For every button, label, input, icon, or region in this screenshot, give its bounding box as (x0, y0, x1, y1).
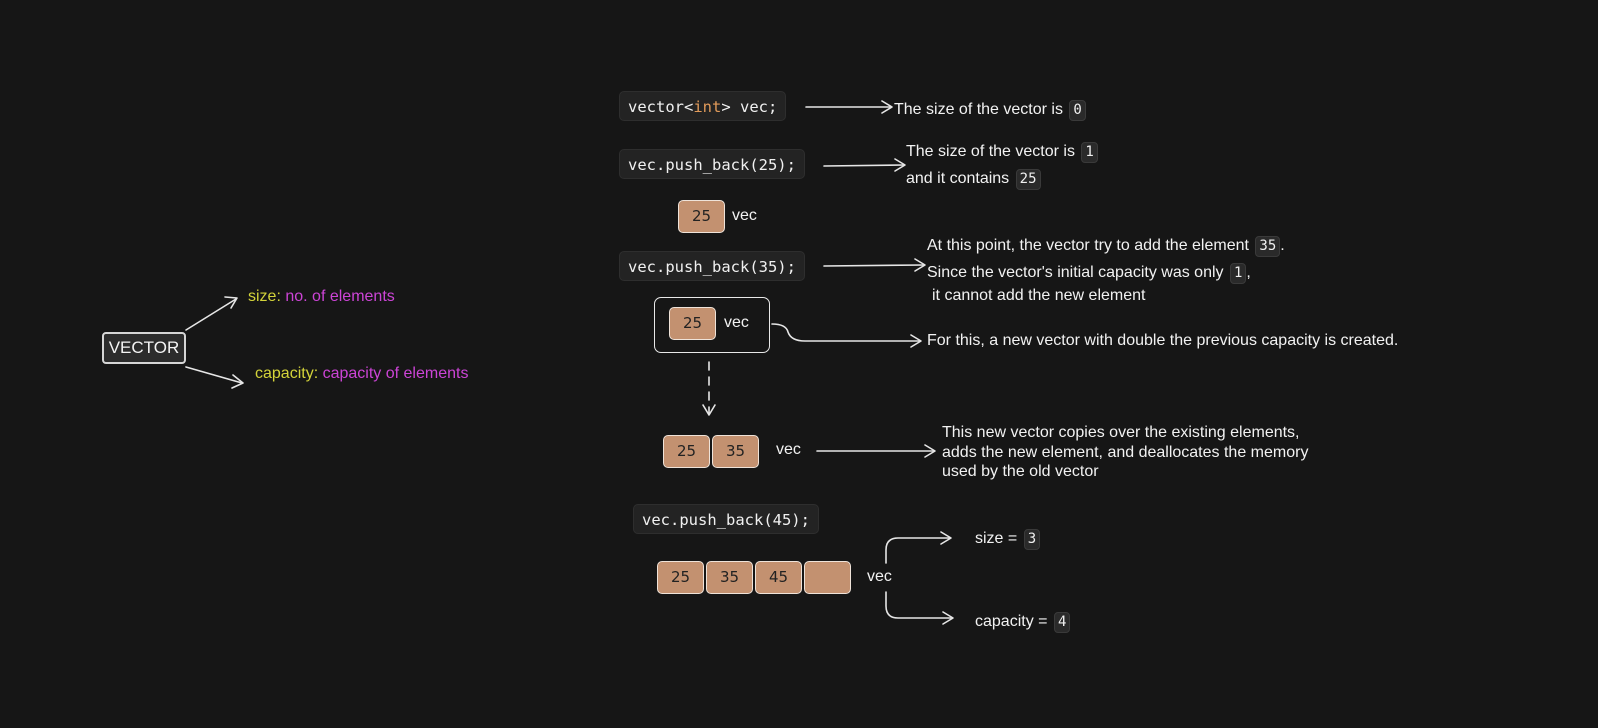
realloc-description: For this, a new vector with double the p… (927, 332, 1399, 349)
step3-line1-post: . (1280, 237, 1285, 254)
capacity-value: capacity of elements (322, 365, 469, 382)
old-vector-frame (654, 297, 770, 353)
step4-size-chip: 3 (1023, 529, 1041, 550)
capacity-arrow (185, 366, 244, 389)
capacity-key: capacity: (255, 365, 319, 382)
step3-line1-text: At this point, the vector try to add the… (927, 237, 1249, 254)
step2-line1: The size of the vector is 1 (906, 142, 1098, 163)
step1-code: vector<int> vec; (619, 91, 787, 121)
step4-size: size = 3 (975, 529, 1041, 550)
capacity-definition: capacity: capacity of elements (255, 365, 468, 383)
step2-line1-chip: 1 (1081, 142, 1098, 163)
size-value: no. of elements (285, 288, 395, 305)
copy-down-arrow (702, 361, 716, 416)
step4-cell: 45 (755, 561, 802, 594)
step4-size-text: size = (975, 530, 1018, 547)
step3-line2: Since the vector's initial capacity was … (927, 263, 1251, 284)
step3-code: vec.push_back(35); (619, 251, 805, 281)
size-fork-arrow (885, 531, 952, 564)
step2-vec-label: vec (732, 207, 757, 224)
step3-line1: At this point, the vector try to add the… (927, 236, 1285, 257)
step4-cell: 25 (657, 561, 704, 594)
old-vec-label: vec (724, 314, 749, 331)
size-definition: size: no. of elements (248, 288, 395, 306)
step1-code-post: > vec; (721, 98, 778, 116)
step2-line2-text: and it contains (906, 170, 1010, 187)
vector-concept-box: VECTOR (102, 332, 186, 364)
step1-description: The size of the vector is 0 (894, 100, 1086, 121)
step4-empty-cell (804, 561, 851, 594)
realloc-arrow (771, 323, 922, 348)
copy-desc-line2: adds the new element, and deallocates th… (942, 444, 1309, 461)
copy-desc-line1: This new vector copies over the existing… (942, 424, 1300, 441)
step1-code-keyword: int (693, 98, 722, 116)
step2-code: vec.push_back(25); (619, 149, 805, 179)
step3-line2-chip: 1 (1229, 263, 1247, 284)
old-vector-cell: 25 (669, 307, 716, 340)
step3-line3: it cannot add the new element (932, 287, 1146, 304)
step1-size-chip: 0 (1069, 100, 1086, 121)
step3-line2-post: , (1246, 264, 1251, 281)
step2-line1-text: The size of the vector is (906, 143, 1075, 160)
new-vector-cell: 25 (663, 435, 710, 468)
step2-line2: and it contains 25 (906, 169, 1041, 190)
step2-arrow (823, 158, 906, 172)
size-arrow (185, 296, 238, 331)
step1-desc-text: The size of the vector is (894, 101, 1063, 118)
step2-line2-chip: 25 (1015, 169, 1041, 190)
step4-code: vec.push_back(45); (633, 504, 819, 534)
step2-cell: 25 (678, 200, 725, 233)
step4-cell: 35 (706, 561, 753, 594)
step4-capacity-chip: 4 (1053, 612, 1071, 633)
step3-line2-text: Since the vector's initial capacity was … (927, 264, 1224, 281)
step3-line1-chip: 35 (1255, 236, 1281, 257)
step4-capacity: capacity = 4 (975, 612, 1071, 633)
new-vec-label: vec (776, 441, 801, 458)
step3-arrow (823, 258, 926, 272)
step4-capacity-text: capacity = (975, 613, 1048, 630)
copy-desc-arrow (816, 444, 936, 458)
step1-arrow (805, 100, 893, 114)
copy-desc-line3: used by the old vector (942, 463, 1099, 480)
step4-vec-label: vec (867, 568, 892, 585)
new-vector-cell: 35 (712, 435, 759, 468)
step1-code-pre: vector< (628, 98, 694, 116)
size-key: size: (248, 288, 281, 305)
capacity-fork-arrow (885, 591, 954, 625)
